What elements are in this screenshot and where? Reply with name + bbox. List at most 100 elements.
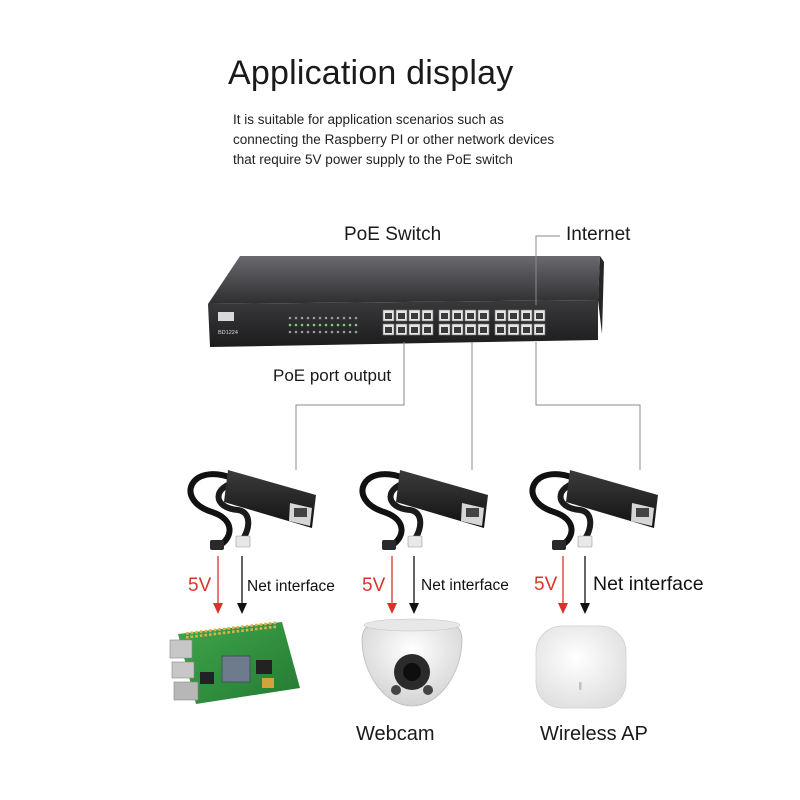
net-arrow-3 xyxy=(580,556,590,614)
splitter-cable xyxy=(187,471,235,548)
poe-splitter-3 xyxy=(529,470,658,550)
status-led-icon xyxy=(336,316,340,320)
label-internet: Internet xyxy=(566,224,631,245)
status-led-icon xyxy=(318,330,322,334)
poe-switch: BD1224 xyxy=(208,256,604,347)
status-led-icon xyxy=(294,330,298,334)
gpio-pin xyxy=(273,621,276,625)
dc-plug-icon xyxy=(382,540,396,550)
gpio-pin xyxy=(199,630,203,633)
status-led-icon xyxy=(312,330,316,334)
webcam-dome xyxy=(361,618,463,707)
status-led-icon xyxy=(324,330,328,334)
gpio-pin xyxy=(209,633,212,636)
soc-chip-icon xyxy=(221,655,251,683)
status-led-icon xyxy=(318,316,322,320)
gpio-pin xyxy=(268,622,272,625)
label-net-interface-1: Net interface xyxy=(247,578,335,595)
label-5v-2: 5V xyxy=(362,575,386,596)
status-led-icon xyxy=(348,323,352,327)
status-led-icon xyxy=(354,330,358,334)
raspberry-pi-board xyxy=(169,621,300,704)
gpio-pin xyxy=(195,630,198,634)
ap-status-led-icon xyxy=(579,682,582,690)
status-led-icon xyxy=(324,323,328,327)
label-5v-3: 5V xyxy=(534,574,558,595)
description-line-2: connecting the Raspberry PI or other net… xyxy=(233,132,555,147)
status-led-icon xyxy=(348,330,352,334)
power-arrow-2 xyxy=(387,556,397,614)
status-led-icon xyxy=(330,316,334,320)
status-led-icon xyxy=(300,330,304,334)
ethernet-port-icon xyxy=(173,681,199,701)
status-led-icon xyxy=(312,316,316,320)
switch-top xyxy=(208,256,600,304)
splitter-cable xyxy=(387,479,424,543)
splitter-cable xyxy=(359,471,407,548)
gpio-pin xyxy=(273,625,276,629)
dc-plug-icon xyxy=(552,540,566,550)
status-led-icon xyxy=(288,323,292,327)
switch-side xyxy=(598,256,604,334)
ap-body xyxy=(535,625,627,709)
net-arrow-2 xyxy=(409,556,419,614)
label-poe-switch: PoE Switch xyxy=(344,224,442,245)
gpio-pin xyxy=(195,634,198,638)
gpio-pin xyxy=(245,624,249,628)
gpio-pin xyxy=(213,632,217,636)
switch-model: BD1224 xyxy=(218,330,238,336)
label-wireless-ap: Wireless AP xyxy=(540,723,648,745)
poe-splitter-1 xyxy=(187,470,316,550)
gpio-pin xyxy=(213,628,217,632)
usb-chip-icon xyxy=(200,672,214,684)
power-arrow-3 xyxy=(558,556,568,614)
status-led-icon xyxy=(306,316,310,320)
connector-lines xyxy=(295,235,641,470)
poe-splitter-2 xyxy=(359,470,488,550)
line-uplink-to-internet xyxy=(535,235,560,305)
label-net-interface-3: Net interface xyxy=(593,573,704,595)
description-line-3: that require 5V power supply to the PoE … xyxy=(233,152,513,167)
gpio-pin xyxy=(204,629,207,633)
gpio-header xyxy=(186,621,276,639)
gpio-pin xyxy=(232,630,235,634)
status-led-icon xyxy=(306,323,310,327)
switch-port-array xyxy=(382,309,546,336)
dc-plug-icon xyxy=(210,540,224,550)
gpio-pin xyxy=(245,628,249,632)
status-led-icon xyxy=(342,323,346,327)
switch-front xyxy=(208,300,598,347)
description-line-1: It is suitable for application scenarios… xyxy=(233,112,504,127)
status-led-icon xyxy=(300,316,304,320)
gpio-pin xyxy=(259,627,263,630)
power-arrow-1 xyxy=(213,556,223,614)
gpio-pin xyxy=(241,629,244,632)
gpio-pin xyxy=(227,631,230,634)
page-title: Application display xyxy=(228,54,514,92)
gpio-pin xyxy=(209,629,212,632)
gpio-pin xyxy=(222,631,226,635)
status-led-icon xyxy=(318,323,322,327)
gpio-pin xyxy=(255,623,258,627)
gpio-pin xyxy=(250,624,253,627)
status-led-icon xyxy=(324,316,328,320)
gpio-pin xyxy=(218,632,221,635)
status-led-icon xyxy=(294,316,298,320)
status-led-icon xyxy=(306,330,310,334)
status-led-icon xyxy=(336,330,340,334)
rj45-plug-icon xyxy=(235,535,251,548)
usb-port-icon xyxy=(169,639,193,659)
gpio-pin xyxy=(190,635,194,639)
gpio-pin xyxy=(190,631,194,635)
status-led-icon xyxy=(330,330,334,334)
gpio-pin xyxy=(204,633,207,637)
status-led-icon xyxy=(348,316,352,320)
rj45-plug-icon xyxy=(407,535,423,548)
gpio-pin xyxy=(259,623,263,626)
description: It is suitable for application scenarios… xyxy=(233,110,554,170)
rj45-plug-icon xyxy=(577,535,593,548)
status-led-icon xyxy=(342,330,346,334)
splitter-cable xyxy=(557,479,594,543)
status-led-icon xyxy=(354,316,358,320)
